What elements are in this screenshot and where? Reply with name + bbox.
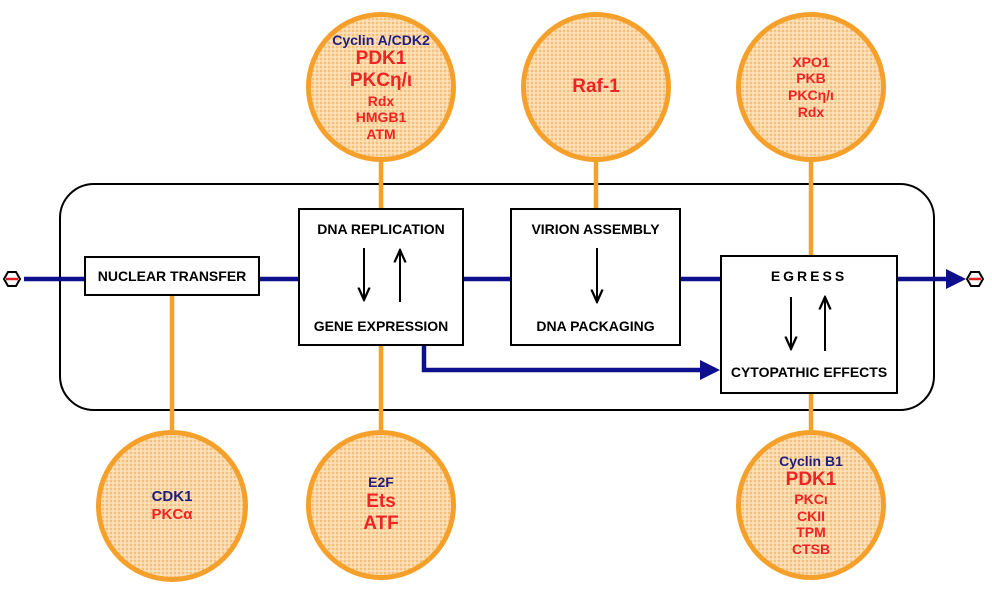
- start-marker: [2, 271, 22, 287]
- kinase-label: PDK1: [785, 469, 837, 491]
- kinase-label: HMGB1: [355, 109, 407, 126]
- nuclear-transfer-label: NUCLEAR TRANSFER: [97, 268, 247, 284]
- dna-replication-label: DNA REPLICATION: [317, 221, 445, 237]
- dna-packaging-label: DNA PACKAGING: [536, 318, 655, 334]
- end-marker: [965, 271, 985, 287]
- replication-expression-box: DNA REPLICATION GENE EXPRESSION: [298, 208, 464, 346]
- pathway-line: [24, 268, 967, 381]
- kinase-label: ATM: [366, 125, 396, 142]
- kinase-label: Raf-1: [572, 75, 620, 97]
- kinase-label: E2F: [368, 474, 394, 491]
- kinase-label: TPM: [796, 524, 826, 541]
- egress-label: EGRESS: [770, 268, 848, 284]
- kinase-circle-replication: Cyclin A/CDK2 PDK1 PKCη/ι Rdx HMGB1 ATM: [306, 12, 456, 162]
- kinase-label: CKII: [797, 507, 825, 524]
- nuclear-transfer-box: NUCLEAR TRANSFER: [84, 256, 260, 296]
- kinase-label: PKCη/ι: [349, 70, 413, 92]
- cell-frame: [59, 183, 935, 411]
- virion-assembly-label: VIRION ASSEMBLY: [531, 221, 660, 237]
- kinase-label: PKCι: [794, 491, 828, 508]
- kinase-label: XPO1: [792, 53, 830, 70]
- kinase-label: Rdx: [797, 103, 825, 120]
- assembly-packaging-arrows: [512, 248, 683, 348]
- kinase-circle-cytopathic: Cyclin B1 PDK1 PKCι CKII TPM CTSB: [736, 430, 886, 580]
- kinase-label: PKB: [796, 70, 826, 87]
- gene-expression-label: GENE EXPRESSION: [313, 318, 449, 334]
- replication-expression-arrows: [300, 248, 466, 302]
- assembly-packaging-box: VIRION ASSEMBLY DNA PACKAGING: [510, 208, 681, 346]
- kinase-label: PDK1: [355, 48, 407, 70]
- kinase-label: PKCα: [151, 506, 193, 523]
- kinase-label: Cyclin B1: [779, 452, 843, 469]
- kinase-circle-egress: XPO1 PKB PKCη/ι Rdx: [736, 12, 886, 162]
- kinase-label: CDK1: [151, 488, 193, 506]
- kinase-label: PKCη/ι: [788, 87, 834, 103]
- egress-cytopathic-arrows: [722, 257, 900, 351]
- egress-cytopathic-box: EGRESS CYTOPATHIC EFFECTS: [720, 255, 898, 394]
- kinase-label: Ets: [366, 490, 396, 512]
- kinase-circle-assembly: Raf-1: [521, 12, 671, 162]
- cytopathic-effects-label: CYTOPATHIC EFFECTS: [730, 364, 888, 380]
- kinase-circle-nuclear-transfer: CDK1 PKCα: [96, 430, 248, 582]
- kinase-label: Rdx: [367, 92, 395, 109]
- kinase-label: Cyclin A/CDK2: [332, 31, 430, 48]
- kinase-connector-lines: [169, 160, 814, 430]
- kinase-label: ATF: [363, 513, 399, 535]
- kinase-label: CTSB: [791, 540, 831, 557]
- kinase-circle-expression: E2F Ets ATF: [306, 430, 456, 580]
